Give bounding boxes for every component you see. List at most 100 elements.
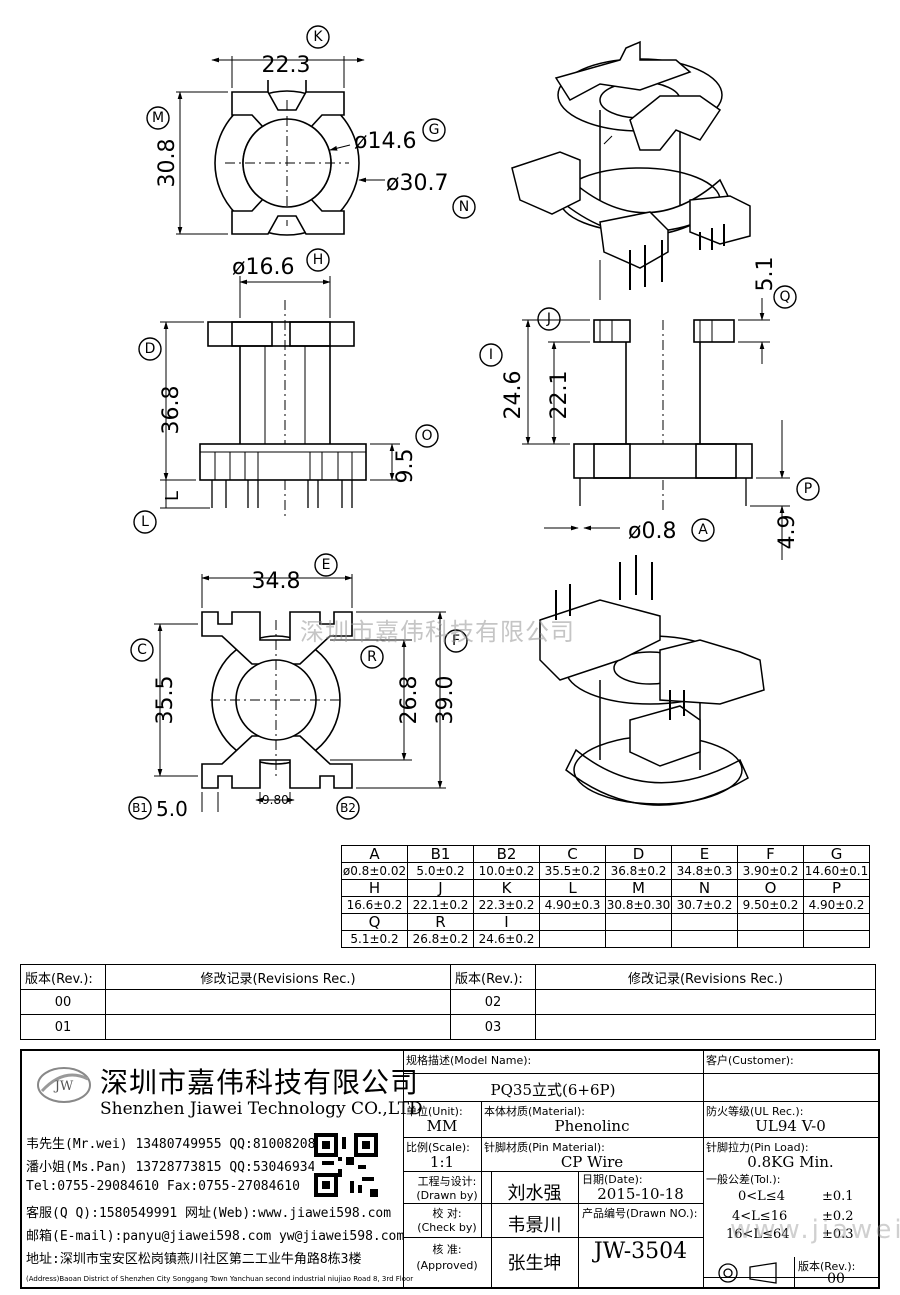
dim-table-value: 30.7±0.2	[671, 896, 738, 914]
dim-table-value: 14.60±0.1	[803, 862, 870, 880]
rec-cell	[535, 989, 876, 1015]
dim-top-height: 30.8	[155, 139, 180, 188]
date-label: 日期(Date):	[582, 1173, 643, 1186]
model-value: PQ35立式(6+6P)	[490, 1081, 616, 1099]
dim-table-key: D	[605, 845, 672, 863]
model-label: 规格描述(Model Name):	[406, 1054, 532, 1067]
dim-table-value: 4.90±0.3	[539, 896, 606, 914]
dim-table-value: 22.1±0.2	[407, 896, 474, 914]
dim-table-key: R	[407, 913, 474, 931]
check-label: 校 对:	[432, 1207, 462, 1220]
dim-table-key	[671, 913, 738, 931]
label-k: K	[313, 29, 323, 45]
drawn-value: 刘水强	[507, 1183, 562, 1204]
label-o: O	[421, 428, 432, 444]
pin-load-value: 0.8KG Min.	[747, 1153, 834, 1171]
dim-bottom-f: 39.0	[433, 676, 458, 725]
logo-text: JW	[53, 1079, 74, 1094]
approve-label-en: (Approved)	[416, 1259, 478, 1272]
label-p: P	[804, 481, 812, 497]
approve-value: 张生坤	[507, 1253, 562, 1274]
dim-table-key	[737, 913, 804, 931]
dim-top-width: 22.3	[262, 53, 311, 78]
rev-label: 版本(Rev.):	[798, 1260, 856, 1273]
label-i: I	[489, 347, 493, 363]
revision-table: 版本(Rev.): 修改记录(Revisions Rec.) 版本(Rev.):…	[20, 964, 876, 1040]
rec-cell	[535, 1014, 876, 1040]
rec-header-label: 修改记录(Revisions Rec.)	[105, 964, 451, 990]
check-label-en: (Check by)	[417, 1221, 477, 1234]
title-block: JW 深圳市嘉伟科技有限公司 Shenzhen Jiawei Technolog…	[20, 1049, 880, 1289]
scale-label: 比例(Scale):	[406, 1141, 470, 1154]
label-q: Q	[779, 289, 790, 305]
contact-line: 潘小姐(Ms.Pan) 13728773815 QQ:530469346	[26, 1160, 324, 1175]
dim-table-value: 34.8±0.3	[671, 862, 738, 880]
pin-load-label: 针脚拉力(Pin Load):	[706, 1141, 809, 1154]
tol-value: ±0.3	[822, 1227, 854, 1242]
unit-value: MM	[426, 1117, 458, 1135]
dim-pin-length: L	[162, 491, 183, 501]
dim-table-key	[539, 913, 606, 931]
dim-table-value: 35.5±0.2	[539, 862, 606, 880]
tol-range: 0<L≤4	[738, 1189, 785, 1204]
dim-bottom-r: 26.8	[397, 676, 422, 725]
dim-front-q: 5.1	[753, 257, 778, 292]
label-n: N	[459, 199, 469, 215]
rec-cell	[105, 989, 451, 1015]
unit-label: 单位(Unit):	[406, 1105, 463, 1118]
dim-table-key: B2	[473, 845, 540, 863]
dim-bottom-b2: 9.80	[262, 793, 289, 807]
dim-table-value: 4.90±0.2	[803, 896, 870, 914]
company-name-cn: 深圳市嘉伟科技有限公司	[100, 1066, 420, 1099]
dim-table-key: J	[407, 879, 474, 897]
drawn-label: 工程与设计:	[417, 1175, 477, 1188]
dim-front-p: 4.9	[775, 515, 800, 550]
rev-value: 00	[827, 1271, 845, 1287]
dim-table-key: L	[539, 879, 606, 897]
dim-table-value: 26.8±0.2	[407, 930, 474, 948]
material-label: 本体材质(Material):	[484, 1105, 585, 1118]
ul-value: UL94 V-0	[755, 1117, 826, 1135]
dim-bottom-b1: 5.0	[156, 797, 188, 821]
dim-table-value	[737, 930, 804, 948]
dim-table-value: 22.3±0.2	[473, 896, 540, 914]
front-view	[522, 298, 790, 560]
dim-table-key: G	[803, 845, 870, 863]
label-h: H	[313, 252, 324, 268]
rec-cell	[105, 1014, 451, 1040]
dim-table-key: K	[473, 879, 540, 897]
approve-label: 核 准:	[432, 1243, 462, 1256]
company-logo: JW	[37, 1067, 91, 1103]
dim-table-key: F	[737, 845, 804, 863]
dim-table-value	[605, 930, 672, 948]
label-m: M	[152, 110, 164, 126]
dim-bottom-c: 35.5	[153, 676, 178, 725]
technical-drawing: K M G N H D O L J I Q P A E C F R B1 B2 …	[128, 25, 820, 821]
rev-header-label-2: 版本(Rev.):	[450, 964, 536, 990]
check-value: 韦景川	[507, 1215, 562, 1236]
material-value: Phenolinc	[554, 1117, 630, 1135]
dim-front-pin: ø0.8	[628, 519, 676, 544]
dim-table-key	[605, 913, 672, 931]
label-r: R	[367, 649, 377, 665]
dim-front-i: 24.6	[501, 371, 526, 420]
dim-outer-dia: ø30.7	[386, 171, 448, 196]
dim-table-value: 5.0±0.2	[407, 862, 474, 880]
dim-side-pin: 9.5	[393, 449, 418, 484]
rev-header-label: 版本(Rev.):	[20, 964, 106, 990]
pin-material-value: CP Wire	[560, 1153, 624, 1171]
dim-bottom-width: 34.8	[252, 569, 301, 594]
watermark-url: www.jiawei598.com	[730, 1215, 900, 1245]
dim-table-key: I	[473, 913, 540, 931]
projection-symbol-icon	[718, 1262, 777, 1284]
label-f: F	[452, 633, 460, 649]
customer-label: 客户(Customer):	[706, 1054, 794, 1067]
label-j: J	[546, 311, 551, 327]
